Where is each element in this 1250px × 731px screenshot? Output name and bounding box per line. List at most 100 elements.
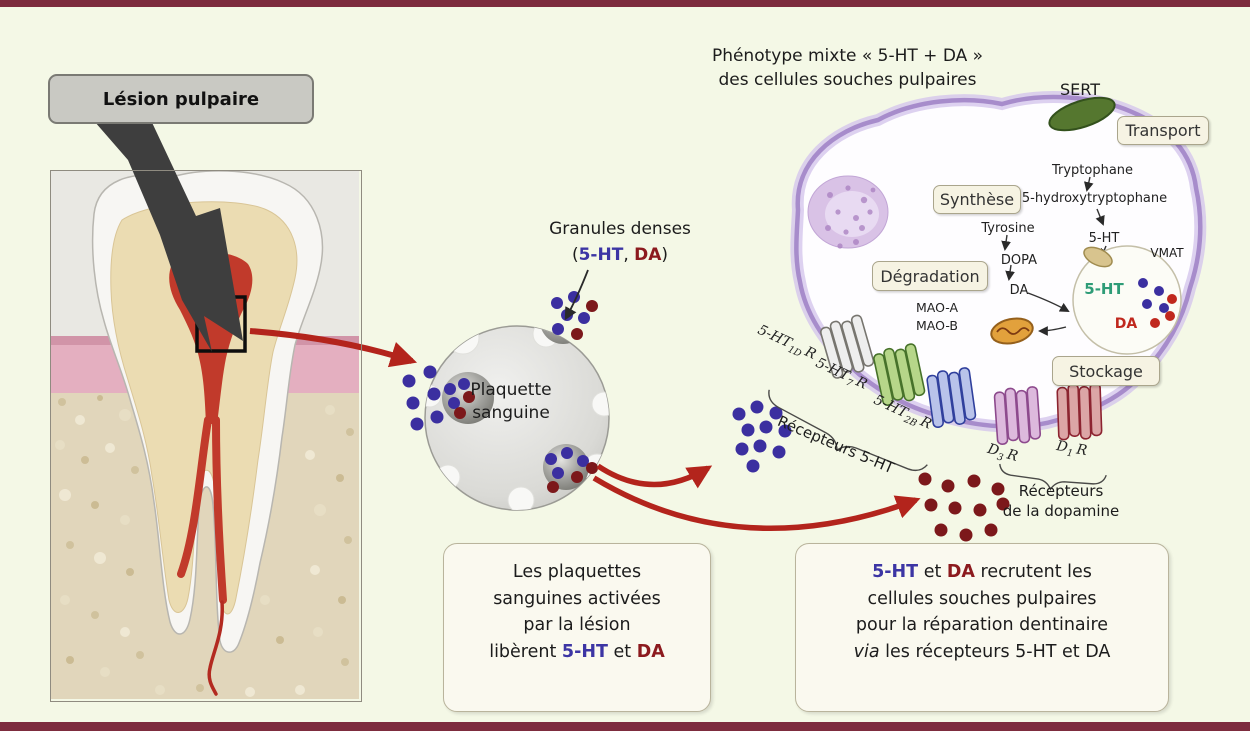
note-text: recrutent les	[974, 562, 1092, 582]
recruit-note-line3: pour la réparation dentinaire	[855, 615, 1109, 635]
tooth-photo-frame	[50, 170, 362, 702]
mao-b-text: MAO-B	[916, 318, 958, 333]
recruit-note-line2: cellules souches pulpaires	[867, 588, 1097, 609]
receptor-d3-icon	[993, 386, 1042, 445]
platelet-label: Plaquette sanguine	[447, 379, 575, 425]
cell-title: Phénotype mixte « 5-HT + DA » des cellul…	[695, 44, 1000, 92]
vesicle-serotonin-text: 5-HT	[1084, 280, 1124, 298]
note-ht: 5-HT	[561, 641, 608, 662]
receptor-d1-icon	[1056, 382, 1103, 441]
note-text: les récepteurs 5-HT et DA	[879, 641, 1111, 662]
dopamine-pathway-label: DA	[998, 283, 1040, 298]
serotonin-receptors-brace	[768, 389, 928, 472]
dopa-text: DOPA	[1000, 253, 1038, 268]
note-text: libèrent	[489, 641, 562, 662]
granules-content: (5-HT, DA)	[520, 244, 720, 267]
dopamine-group-line2: de la dopamine	[1002, 502, 1120, 520]
storage-vesicle	[1072, 245, 1182, 355]
platelet-note-box: Les plaquettes sanguines activées par la…	[443, 543, 711, 712]
note-da: DA	[636, 641, 665, 662]
vmat-transporter-icon	[1083, 246, 1113, 268]
vesicle-dopamine-text: DA	[1114, 316, 1138, 332]
granules-title-text: Granules denses	[549, 219, 691, 239]
bottom-border-bar	[0, 722, 1250, 731]
transport-label: Transport	[1125, 121, 1201, 140]
tryptophane-label: Tryptophane	[1035, 163, 1150, 178]
mitochondria-icon	[990, 317, 1034, 345]
platelet-note-line4: libèrent 5-HT et DA	[444, 639, 710, 666]
receptor-5ht1d-icon	[819, 314, 875, 379]
cell-nucleus	[807, 175, 889, 249]
lightning-bolt-icon	[88, 114, 243, 352]
sert-label: SERT	[1048, 80, 1112, 99]
note-via: via	[853, 641, 880, 662]
tyrosine-text: Tyrosine	[981, 221, 1035, 236]
vmat-text: VMAT	[1150, 246, 1184, 260]
degradation-label: Dégradation	[880, 266, 980, 286]
arrow-lesion-to-platelet	[249, 328, 418, 368]
note-text: et	[918, 562, 947, 582]
stockage-label: Stockage	[1069, 361, 1143, 381]
recruit-note-line4: via les récepteurs 5-HT et DA	[796, 639, 1168, 666]
hydroxytryptophane-label: 5-hydroxytryptophane	[1002, 191, 1187, 206]
receptor-sub: 1	[1065, 447, 1074, 460]
tooth-root-canal-left	[177, 416, 212, 578]
synthese-box: Synthèse	[933, 185, 1021, 214]
granule-cluster-top	[551, 291, 598, 340]
vesicle-serotonin-label: 5-HT	[1078, 280, 1130, 298]
paren-open: (	[571, 245, 579, 265]
dopamine-pathway-text: DA	[1009, 283, 1029, 298]
cell-title-line2: des cellules souches pulpaires	[718, 70, 977, 90]
apical-vessel	[207, 600, 224, 696]
recruit-note-box: 5-HT et DA recrutent les cellules souche…	[795, 543, 1169, 712]
stockage-box: Stockage	[1052, 356, 1160, 386]
vesicle-dopamine-dots	[1150, 294, 1177, 328]
granule-cluster-bottom	[545, 447, 598, 493]
mao-a-text: MAO-A	[915, 300, 959, 315]
tyrosine-label: Tyrosine	[972, 221, 1044, 236]
dopamine-group-line1: Récepteurs	[1018, 482, 1104, 500]
vesicle-serotonin-dots	[1138, 278, 1169, 313]
note-da: DA	[946, 562, 975, 582]
granules-title: Granules denses	[520, 218, 720, 241]
note-text: et	[607, 641, 637, 662]
tooth-photo	[51, 171, 359, 699]
free-serotonin-dots	[402, 365, 444, 431]
sert-transporter-icon	[1048, 96, 1116, 132]
platelet-note-line3: par la lésion	[523, 615, 631, 635]
dopamine-receptors-group-label: Récepteurs de la dopamine	[995, 481, 1127, 521]
bone-speckles	[55, 395, 354, 697]
lesion-label: Lésion pulpaire	[102, 88, 260, 110]
granule-cluster-left	[444, 378, 475, 419]
receptor-5ht7-icon	[873, 343, 926, 406]
lesion-label-box: Lésion pulpaire	[48, 74, 314, 124]
receptor-sub: 3	[995, 451, 1005, 464]
mao-a-label: MAO-A	[905, 301, 969, 315]
granules-da: DA	[634, 245, 662, 265]
released-dopamine-dots	[918, 472, 1010, 542]
degradation-box: Dégradation	[872, 261, 988, 291]
tooth-root-canal-right	[212, 416, 227, 604]
vmat-label: VMAT	[1143, 246, 1191, 260]
platelet-label-line2: sanguine	[472, 403, 550, 423]
dopamine-receptors-brace	[999, 463, 1107, 491]
tryptophane-text: Tryptophane	[1051, 163, 1134, 178]
transport-box: Transport	[1117, 116, 1209, 145]
hydroxytryptophane-text: 5-hydroxytryptophane	[1021, 191, 1168, 206]
released-serotonin-dots	[732, 400, 792, 473]
arrow-granules-label	[564, 269, 589, 321]
paren-close: )	[661, 245, 669, 265]
serotonin-pathway-text: 5-HT	[1088, 231, 1120, 246]
note-ht: 5-HT	[872, 562, 919, 582]
comma: ,	[623, 245, 635, 265]
arrow-platelet-to-dopamine	[592, 475, 921, 532]
platelet-label-line1: Plaquette	[470, 380, 552, 400]
synthese-label: Synthèse	[939, 190, 1015, 209]
recruit-note-line1: 5-HT et DA recrutent les	[796, 559, 1168, 586]
vesicle-dopamine-label: DA	[1106, 316, 1146, 332]
arrow-platelet-to-serotonin	[596, 463, 713, 489]
dopa-label: DOPA	[993, 253, 1045, 268]
sert-label-text: SERT	[1060, 80, 1100, 99]
